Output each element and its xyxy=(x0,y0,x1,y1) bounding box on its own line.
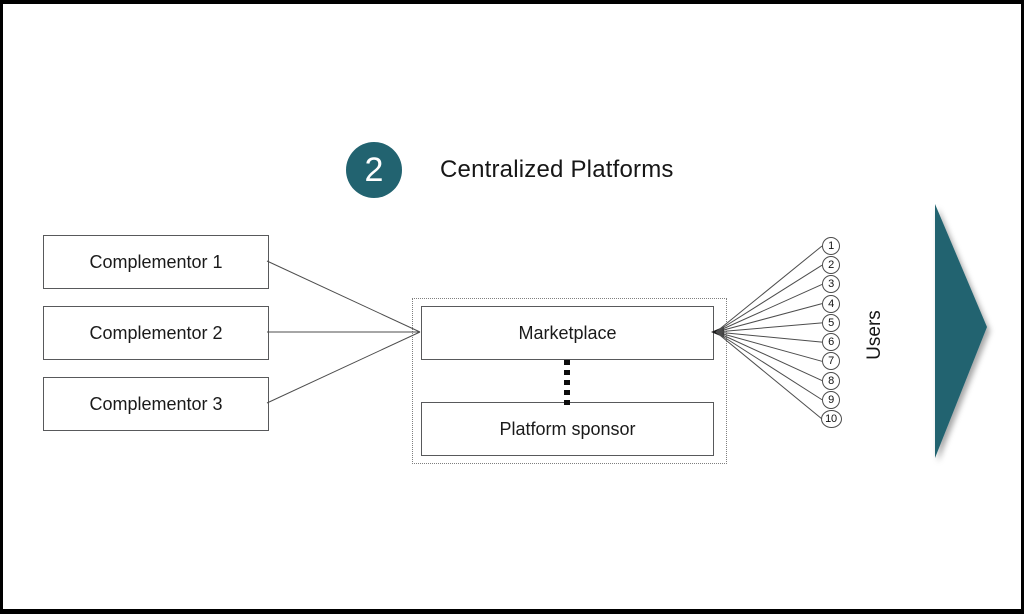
marketplace-box: Marketplace xyxy=(421,306,714,360)
step-number: 2 xyxy=(364,150,384,189)
marketplace-user-line-5 xyxy=(715,322,823,333)
complementor-2-box: Complementor 2 xyxy=(43,306,269,360)
next-stage-arrow-icon xyxy=(935,204,987,458)
marketplace-user-line-8 xyxy=(715,331,823,381)
marketplace-user-line-6 xyxy=(715,331,823,343)
complementor-3-line xyxy=(266,331,421,404)
complementor-1-box: Complementor 1 xyxy=(43,235,269,289)
complementor-1-label: Complementor 1 xyxy=(89,251,223,272)
marketplace-user-line-9 xyxy=(715,331,823,401)
user-circle-10: 10 xyxy=(820,409,842,428)
complementor-1-line xyxy=(266,260,421,333)
marketplace-user-line-2 xyxy=(715,264,823,333)
user-circle-8: 8 xyxy=(822,371,840,390)
user-circle-6: 6 xyxy=(822,333,840,352)
complementor-3-box: Complementor 3 xyxy=(43,377,269,431)
users-axis-label: Users xyxy=(864,310,885,360)
complementor-3-label: Complementor 3 xyxy=(89,393,223,414)
step-number-badge: 2 xyxy=(346,142,402,198)
user-circle-4: 4 xyxy=(822,294,840,313)
user-circle-2: 2 xyxy=(822,256,840,275)
marketplace-user-line-10 xyxy=(715,331,823,420)
marketplace-user-line-7 xyxy=(715,331,823,362)
user-circle-5: 5 xyxy=(822,313,840,332)
platform-sponsor-label: Platform sponsor xyxy=(499,418,636,439)
user-circle-1: 1 xyxy=(822,237,840,255)
marketplace-label: Marketplace xyxy=(518,322,617,343)
platform-sponsor-box: Platform sponsor xyxy=(421,402,714,456)
user-circle-7: 7 xyxy=(822,352,840,371)
slide-title: Centralized Platforms xyxy=(440,156,674,183)
marketplace-user-line-3 xyxy=(715,283,823,333)
user-circle-3: 3 xyxy=(822,275,840,294)
marketplace-sponsor-connector xyxy=(564,360,570,406)
user-circle-9: 9 xyxy=(822,390,840,409)
marketplace-user-line-4 xyxy=(715,303,823,333)
marketplace-user-line-1 xyxy=(715,245,823,333)
user-fan-lines xyxy=(715,245,823,420)
complementor-2-label: Complementor 2 xyxy=(89,322,223,343)
